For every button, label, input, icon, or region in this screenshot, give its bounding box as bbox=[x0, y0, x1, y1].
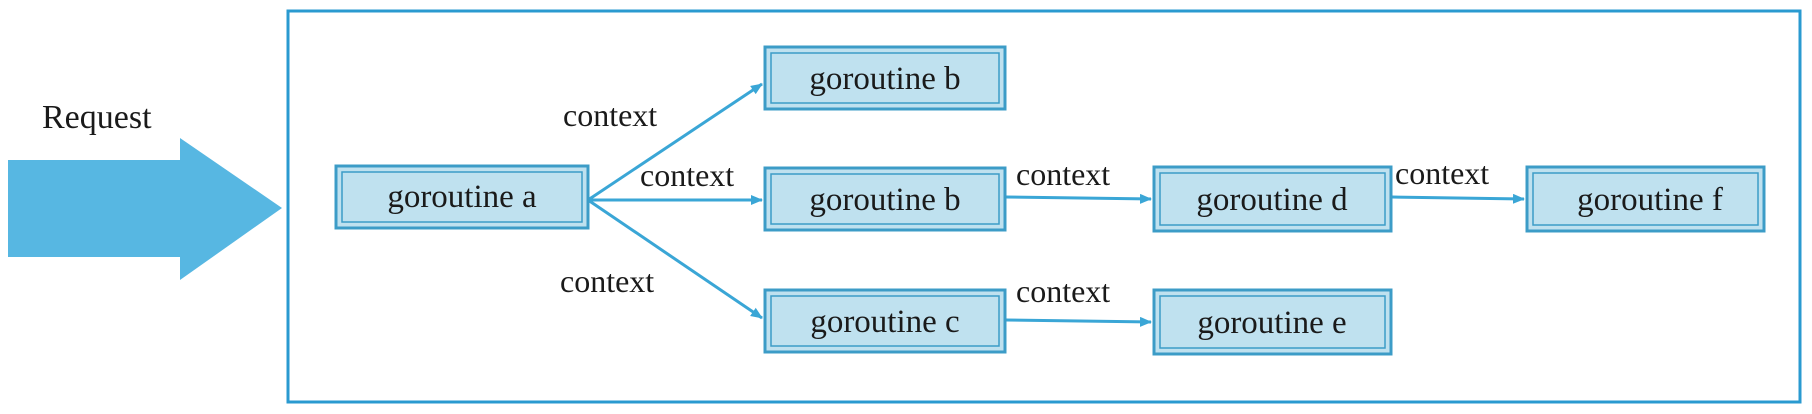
node-label-b1: goroutine b bbox=[809, 61, 960, 97]
node-label-b2: goroutine b bbox=[809, 182, 960, 218]
edge-label-a-b1: context bbox=[563, 97, 657, 133]
edge-b2-d bbox=[1005, 193, 1152, 204]
node-goroutine-e: goroutine e bbox=[1152, 288, 1393, 356]
edge-label-c-e: context bbox=[1016, 273, 1110, 309]
edge-d-f bbox=[1391, 193, 1525, 204]
edge-a-c bbox=[587, 198, 763, 320]
request-arrow bbox=[8, 138, 282, 280]
node-goroutine-b-middle: goroutine b bbox=[763, 166, 1007, 232]
node-goroutine-f: goroutine f bbox=[1525, 165, 1766, 233]
node-goroutine-c: goroutine c bbox=[763, 288, 1007, 354]
node-label-a: goroutine a bbox=[387, 179, 537, 215]
node-label-c: goroutine c bbox=[810, 304, 959, 340]
node-goroutine-b-top: goroutine b bbox=[763, 45, 1007, 111]
node-label-d: goroutine d bbox=[1196, 182, 1348, 218]
edge-a-b1 bbox=[587, 82, 763, 202]
node-goroutine-a: goroutine a bbox=[334, 164, 590, 230]
node-goroutine-d: goroutine d bbox=[1152, 165, 1393, 233]
node-label-e: goroutine e bbox=[1197, 305, 1346, 341]
process-frame bbox=[286, 9, 1802, 404]
edge-label-a-b2: context bbox=[640, 157, 734, 193]
edge-label-d-f: context bbox=[1395, 155, 1489, 191]
node-label-f: goroutine f bbox=[1577, 182, 1723, 218]
request-label: Request bbox=[42, 99, 152, 136]
edge-c-e bbox=[1005, 316, 1152, 327]
edge-label-b2-d: context bbox=[1016, 156, 1110, 192]
edge-label-a-c: context bbox=[560, 263, 654, 299]
